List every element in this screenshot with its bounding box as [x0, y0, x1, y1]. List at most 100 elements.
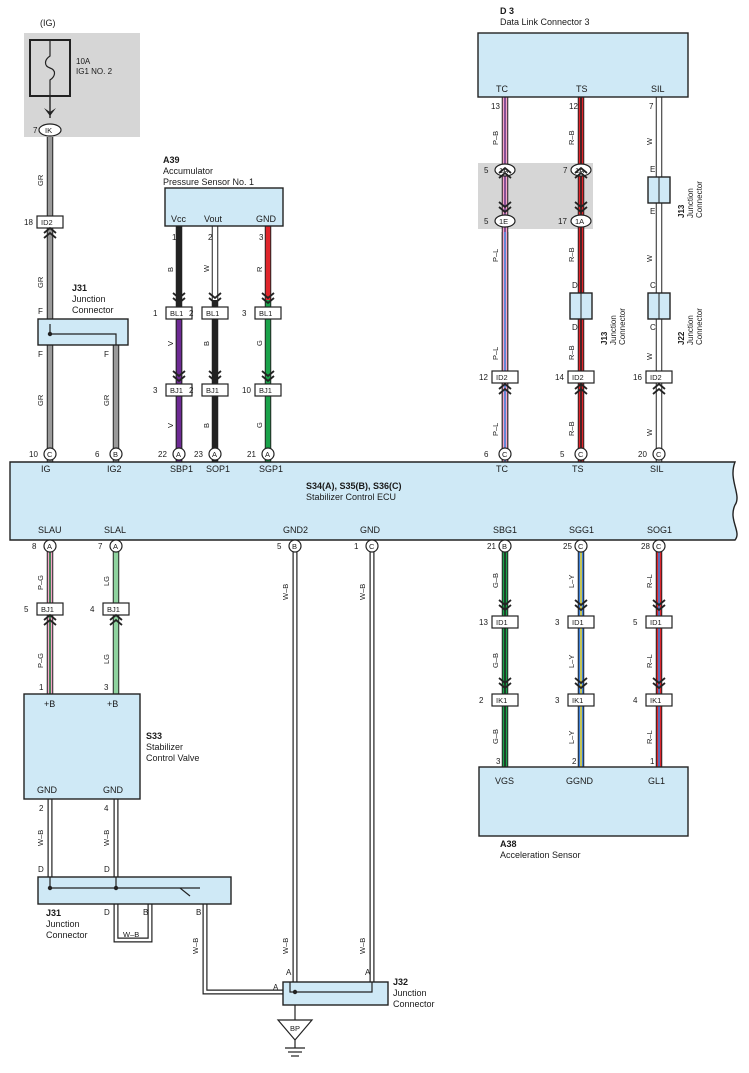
chevron-icon [574, 387, 588, 395]
pin-num: 10 [242, 386, 251, 395]
conn-label: BL1 [170, 309, 183, 318]
conn-label: ID1 [496, 618, 508, 627]
chevron-icon [574, 604, 588, 612]
a39-line1: Accumulator [163, 166, 213, 176]
wire-color-label: W–B [123, 930, 139, 939]
j31-line2: Connector [46, 930, 88, 940]
ecu-pin-connector [109, 447, 123, 461]
chevron-icon [652, 677, 666, 685]
pin-letter: D [104, 865, 110, 874]
s33-pin-label: +B [107, 699, 118, 709]
wire-color-label: P–L [491, 347, 500, 360]
pin-num: 5 [633, 618, 638, 627]
ecu-connector-letter: B [113, 450, 118, 459]
pin-num: 16 [633, 373, 642, 382]
pin-letter: D [38, 865, 44, 874]
wire-color-label: R [255, 266, 264, 272]
pin-num: 4 [104, 804, 109, 813]
ecu-connector-letter: A [212, 450, 217, 459]
j31-junction-upper [37, 318, 129, 346]
ecu-pin-num: 10 [29, 450, 38, 459]
pin-num: 4 [90, 605, 95, 614]
d3-id: D 3 [500, 6, 514, 16]
j22-id: J22 [677, 331, 686, 345]
connector-1a-ts-lower [570, 214, 592, 228]
connector-ik1 [567, 693, 595, 707]
connector-1e-tc [494, 214, 516, 228]
chevron-icon [109, 613, 123, 621]
ecu-pin-num: 23 [194, 450, 203, 459]
chevron-icon [208, 297, 222, 305]
wire-color-label: G [255, 422, 264, 428]
ecu-pin-label: SOP1 [206, 464, 230, 474]
pin-letter: A [286, 968, 292, 977]
wire-color-label: P–L [491, 249, 500, 262]
conn-label: 1A [499, 166, 508, 175]
ecu-pin-num: 21 [487, 542, 496, 551]
accumulator-pressure-sensor [164, 187, 284, 227]
arrow-icon [44, 108, 56, 116]
wire-color-label: W–B [358, 584, 367, 600]
conn-label: 1A [575, 217, 584, 226]
pin-num: 13 [491, 102, 500, 111]
a38-pin-label: GGND [566, 776, 594, 786]
a39-id: A39 [163, 155, 180, 165]
ecu-connector-letter: A [176, 450, 181, 459]
ecu-pin-connector [498, 539, 512, 553]
chevron-icon [574, 206, 588, 214]
wire-color-label: R–L [645, 730, 654, 744]
j13-id: J13 [677, 204, 686, 218]
ecu-pin-connector [288, 539, 302, 553]
pin-num: 1 [650, 757, 655, 766]
chevron-icon [43, 613, 57, 621]
conn-label: BJ1 [206, 386, 219, 395]
ecu-connector-letter: A [47, 542, 52, 551]
conn-label: BJ1 [41, 605, 54, 614]
s33-pin-label: +B [44, 699, 55, 709]
pin-num: 1 [172, 233, 177, 242]
s33-line1: Stabilizer [146, 742, 183, 752]
ecu-connector-letter: B [292, 542, 297, 551]
j31-id: J31 [72, 283, 87, 293]
chevron-icon [208, 370, 222, 378]
a38-id: A38 [500, 839, 517, 849]
pin-letter: D [104, 908, 110, 917]
conn-label: BJ1 [259, 386, 272, 395]
chevron-icon [498, 599, 512, 607]
ecu-pin-connector [109, 539, 123, 553]
j31-line2: Connector [72, 305, 114, 315]
chevron-icon [43, 231, 57, 239]
ig-connector-label: IK [45, 126, 52, 135]
wire-color-label: W–B [191, 938, 200, 954]
d3-pin-tc: TC [496, 84, 508, 94]
stabilizer-control-valve [23, 693, 141, 800]
pin-letter: A [365, 968, 371, 977]
j31-junction-lower [37, 876, 232, 905]
ecu-id: S34(A), S35(B), S36(C) [306, 481, 402, 491]
ecu-pin-connector [652, 539, 666, 553]
ecu-pin-connector [574, 447, 588, 461]
pin-num: 7 [649, 102, 654, 111]
ecu-pin-num: 6 [484, 450, 489, 459]
ecu-pin-num: 6 [95, 450, 100, 459]
wire-color-label: W [645, 428, 654, 436]
wire-color-label: B [202, 341, 211, 346]
wire-color-label: V [166, 423, 175, 428]
ecu-pin-num: 25 [563, 542, 572, 551]
j32-line2: Connector [393, 999, 435, 1009]
pin-letter: D [572, 281, 578, 290]
chevron-icon [498, 387, 512, 395]
ecu-pin-num: 20 [638, 450, 647, 459]
ecu-pin-num: 21 [247, 450, 256, 459]
ecu-pin-label: SLAL [104, 525, 126, 535]
ecu-pin-num: 5 [560, 450, 565, 459]
fuse-name: IG1 NO. 2 [76, 67, 113, 76]
conn-label: BL1 [206, 309, 219, 318]
wire-color-label: W [645, 254, 654, 262]
wire-color-label: LG [102, 654, 111, 664]
conn-label: ID2 [496, 373, 508, 382]
ecu-bottom-pins: A8SLAUA7SLALB5GND2C1GNDB21SBG1C25SGG1C28… [32, 525, 672, 553]
ecu-pin-connector [43, 447, 57, 461]
